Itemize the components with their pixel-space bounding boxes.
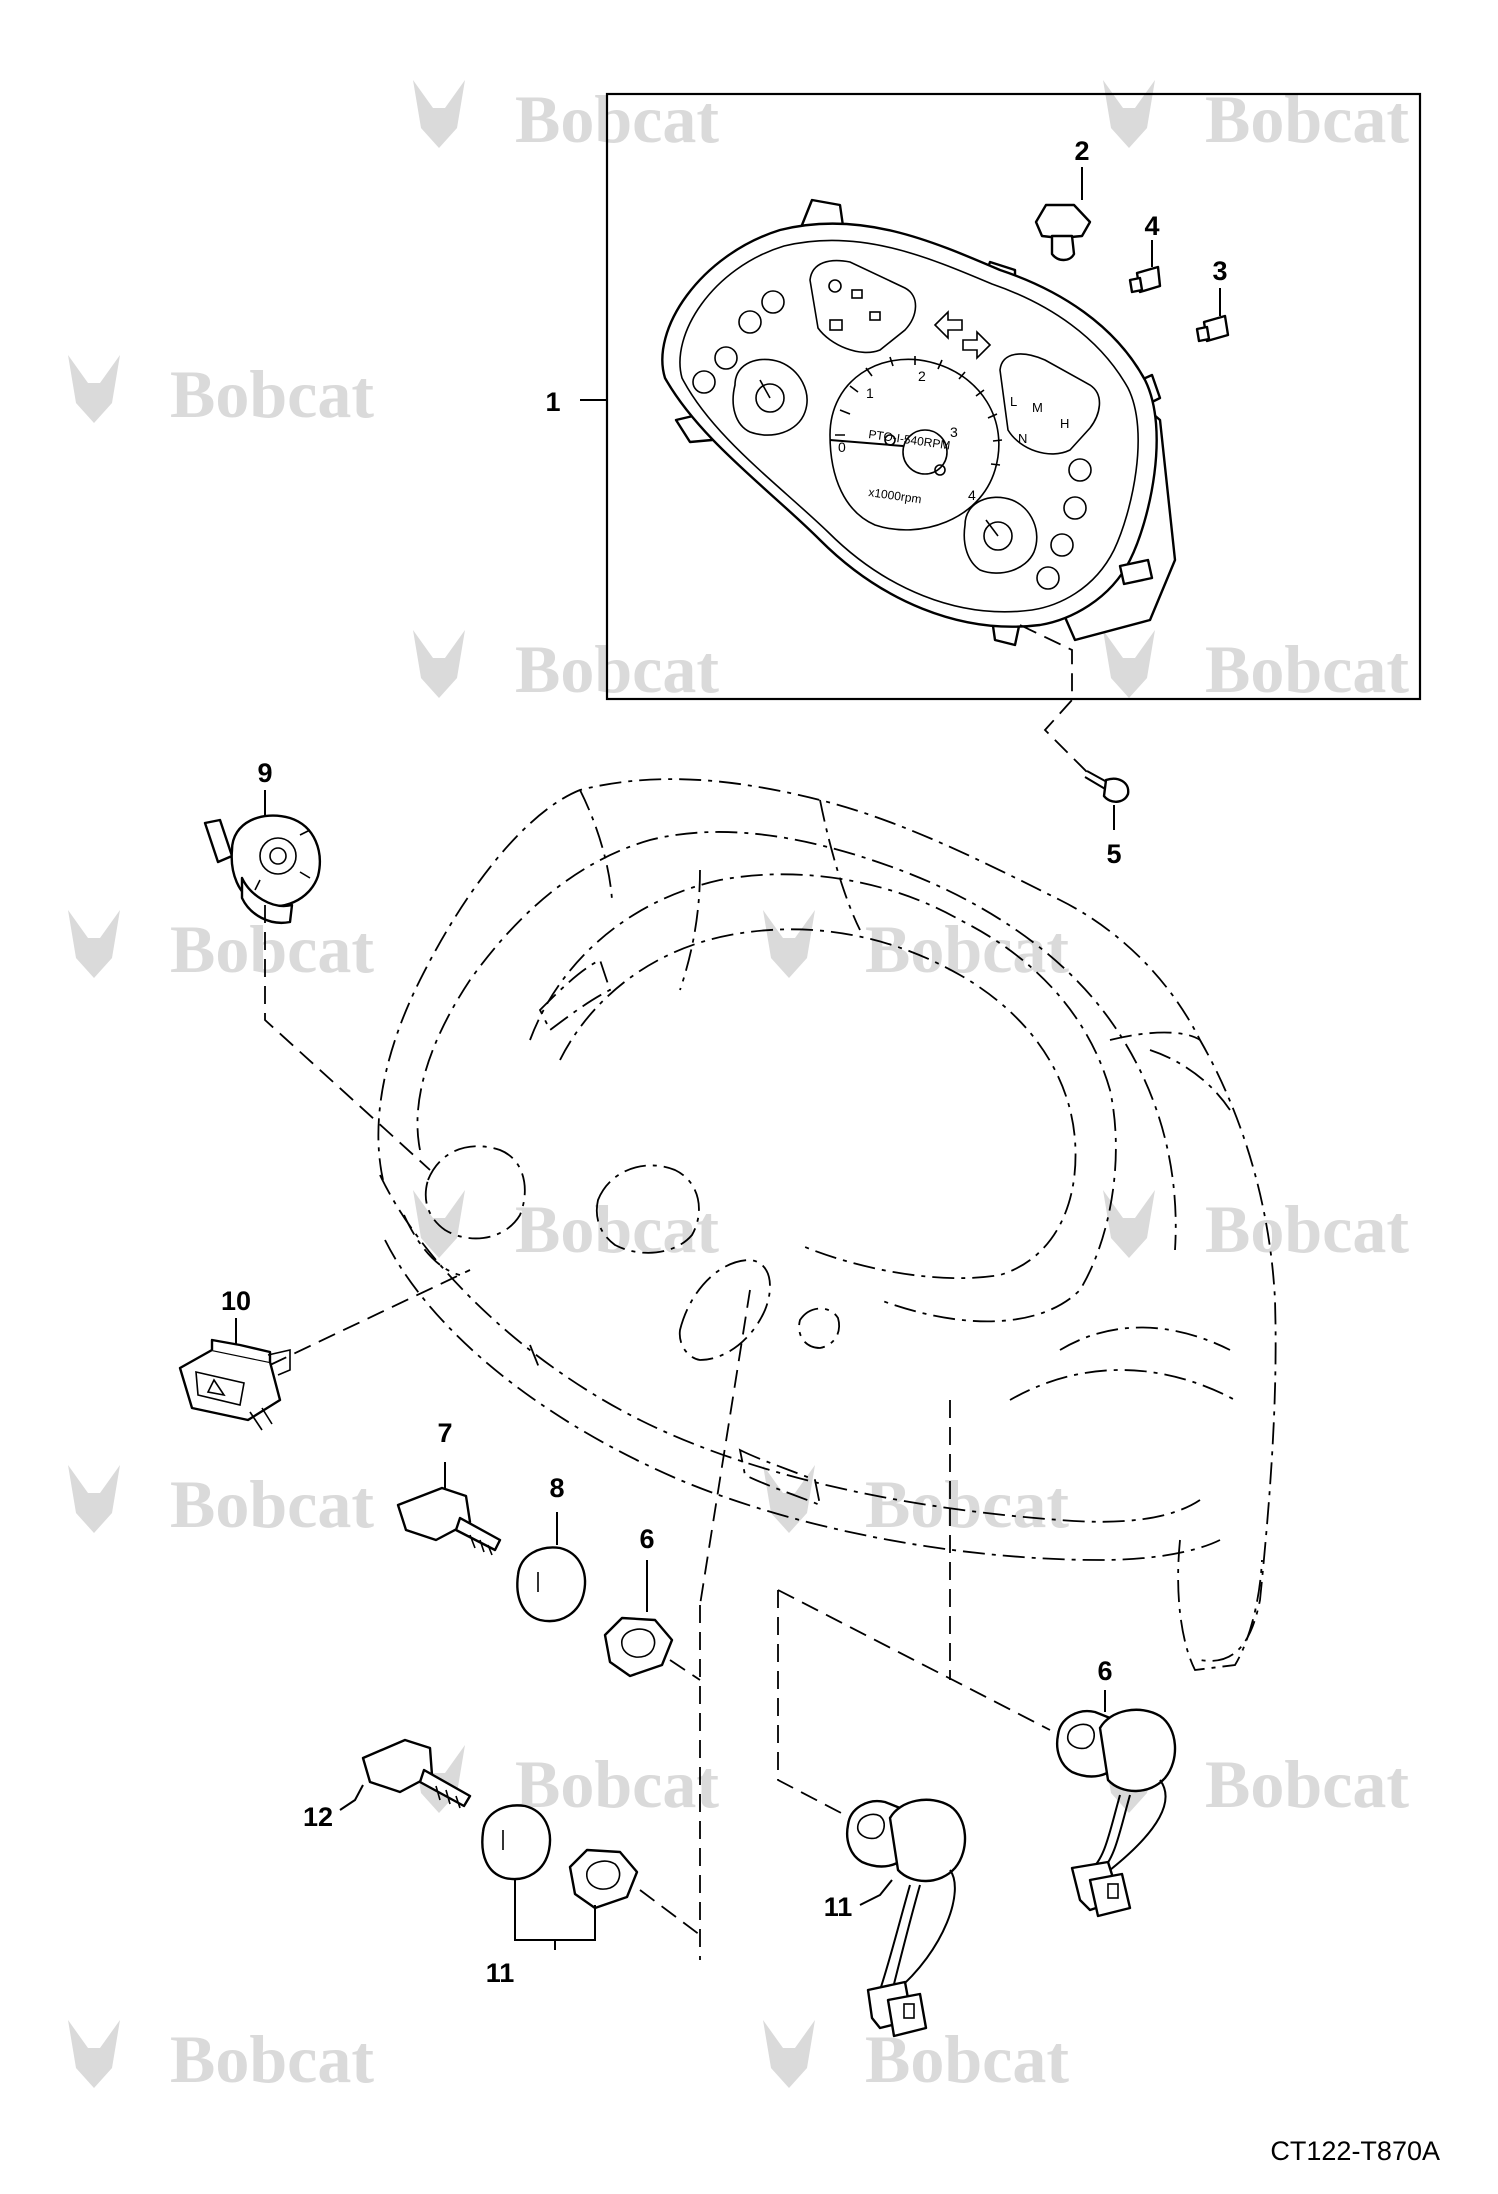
watermark-text: Bobcat xyxy=(515,1746,719,1822)
range-letter-m: M xyxy=(1032,400,1043,415)
watermark-r3-a: Bobcat xyxy=(413,630,719,707)
watermark-text: Bobcat xyxy=(865,911,1069,987)
part-2-bulb-socket xyxy=(1034,203,1092,262)
part-9-rotary-switch xyxy=(203,814,321,925)
tacho-tick-3: 3 xyxy=(950,424,958,440)
watermark-text: Bobcat xyxy=(1205,631,1409,707)
dashboard-housing xyxy=(377,778,1277,1671)
callout-11-right: 11 xyxy=(824,1892,853,1922)
tacho-tick-1: 1 xyxy=(866,385,874,401)
callout-10: 10 xyxy=(221,1286,251,1316)
part-11-key-switch xyxy=(846,1798,967,2038)
watermark-text: Bobcat xyxy=(515,81,719,157)
range-letter-h: H xyxy=(1060,416,1069,431)
instrument-cluster: 0 1 2 3 4 PTO-I-540RPM x1000rpm L M H N xyxy=(661,198,1177,647)
tacho-tick-0: 0 xyxy=(838,439,846,455)
part-6-key-switch xyxy=(1056,1708,1177,1918)
part-12-key xyxy=(361,1738,472,1809)
watermark-r5-b: Bobcat xyxy=(1103,1190,1409,1267)
part-10-hazard-switch xyxy=(178,1338,291,1431)
watermark-r8-a: Bobcat xyxy=(68,2020,374,2097)
part-6-nut-upper xyxy=(603,1616,674,1678)
watermark-text: Bobcat xyxy=(1205,1746,1409,1822)
watermark-r7-a: Bobcat xyxy=(413,1745,719,1822)
watermark-text: Bobcat xyxy=(170,1466,374,1542)
callout-5: 5 xyxy=(1106,839,1121,869)
watermark-r5-a: Bobcat xyxy=(413,1190,719,1267)
instrument-kit-frame xyxy=(605,92,1422,701)
range-letter-n: N xyxy=(1018,431,1027,446)
callout-1: 1 xyxy=(545,387,560,417)
part-3-bulb xyxy=(1195,314,1230,343)
watermark-text: Bobcat xyxy=(865,1466,1069,1542)
part-8-cap xyxy=(516,1546,587,1623)
part-7-key xyxy=(396,1486,502,1556)
figure-reference: CT122-T870A xyxy=(1270,2136,1440,2166)
part-11-nut xyxy=(568,1848,639,1910)
callout-2: 2 xyxy=(1074,136,1089,166)
range-letter-l: L xyxy=(1010,394,1017,409)
callout-9: 9 xyxy=(257,758,272,788)
part-4-bulb xyxy=(1128,265,1162,294)
watermark-text: Bobcat xyxy=(170,356,374,432)
part-11-cap xyxy=(481,1804,552,1881)
callout-6-right: 6 xyxy=(1097,1656,1112,1686)
watermark-text: Bobcat xyxy=(515,631,719,707)
watermark-r2-a: Bobcat xyxy=(68,355,374,432)
watermark-r3-b: Bobcat xyxy=(1103,630,1409,707)
watermark-r4-a: Bobcat xyxy=(68,910,374,987)
callout-4: 4 xyxy=(1144,211,1159,241)
watermark-r6-a: Bobcat xyxy=(68,1465,374,1542)
watermark-text: Bobcat xyxy=(170,911,374,987)
callout-12: 12 xyxy=(303,1802,333,1832)
callout-11-left: 11 xyxy=(486,1958,515,1988)
callout-6-upper: 6 xyxy=(639,1524,654,1554)
part-5-screw xyxy=(1084,770,1130,803)
leader-lines xyxy=(235,167,1221,1960)
callout-7: 7 xyxy=(437,1418,452,1448)
watermark-text: Bobcat xyxy=(170,2021,374,2097)
watermark-r4-b: Bobcat xyxy=(763,910,1069,987)
tacho-tick-4: 4 xyxy=(968,487,976,503)
tacho-tick-2: 2 xyxy=(918,368,926,384)
callout-8: 8 xyxy=(549,1473,564,1503)
watermark-text: Bobcat xyxy=(1205,81,1409,157)
watermark-text: Bobcat xyxy=(1205,1191,1409,1267)
callout-3: 3 xyxy=(1212,256,1227,286)
watermark-text: Bobcat xyxy=(515,1191,719,1267)
watermark-r1-a: Bobcat xyxy=(413,80,719,157)
watermark-r6-b: Bobcat xyxy=(763,1465,1069,1542)
callouts: 1 2 3 4 5 6 6 7 8 9 10 11 11 12 xyxy=(221,136,1228,1988)
watermark-r1-b: Bobcat xyxy=(1103,80,1409,157)
